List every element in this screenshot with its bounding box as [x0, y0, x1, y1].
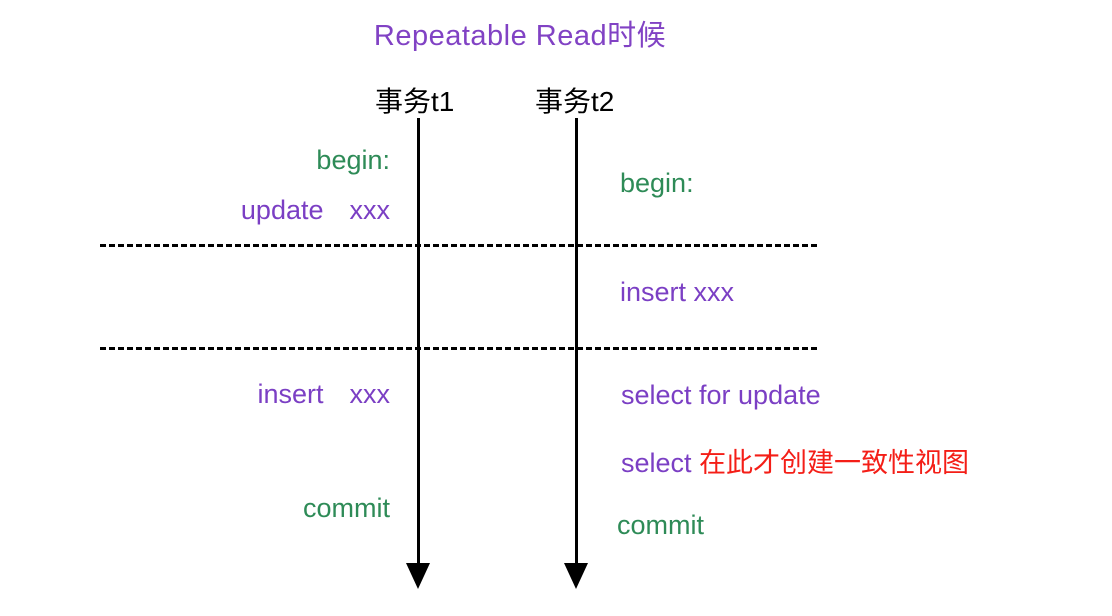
t1-event-commit: commit	[303, 493, 390, 523]
timeline-axis-t2	[575, 118, 578, 566]
t2-event-select-for-update: select for update	[621, 380, 821, 410]
t1-insert-argument: xxx	[349, 379, 391, 409]
time-divider-1	[100, 244, 817, 247]
t1-event-insert: insert xxx	[257, 381, 390, 408]
t2-select-command: select	[621, 448, 692, 478]
t1-event-begin: begin:	[316, 145, 390, 175]
page-title-text: Repeatable Read时候	[373, 20, 667, 52]
t2-event-commit: commit	[617, 510, 704, 540]
t1-event-update: update xxx	[241, 197, 390, 224]
time-divider-2	[100, 347, 817, 350]
column-header-t2: 事务t2	[535, 86, 615, 117]
timeline-arrow-down-icon-t2	[564, 563, 588, 589]
t2-select-annotation: 在此才创建一致性视图	[699, 448, 970, 478]
t2-event-begin: begin:	[620, 168, 694, 198]
t1-insert-command: insert	[257, 379, 324, 409]
t2-event-insert: insert xxx	[620, 277, 735, 307]
spacer	[692, 448, 700, 478]
t2-event-select-annotated: select 在此才创建一致性视图	[621, 450, 969, 477]
page-title: Repeatable Read时候	[0, 12, 1112, 54]
t1-update-command: update	[240, 195, 324, 225]
timeline-arrow-down-icon-t1	[406, 563, 430, 589]
timeline-axis-t1	[417, 118, 420, 566]
column-header-t1: 事务t1	[375, 86, 455, 117]
t1-update-argument: xxx	[349, 195, 391, 225]
